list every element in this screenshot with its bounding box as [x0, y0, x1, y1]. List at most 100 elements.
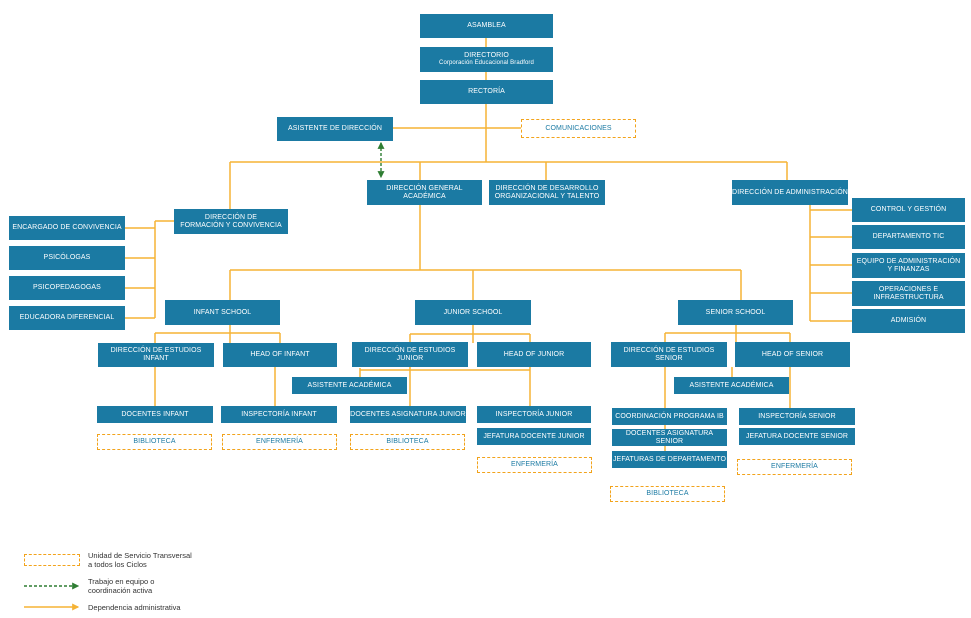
node-head-senior-label: HEAD OF SENIOR [761, 350, 824, 358]
node-enfermeria-infant-label: ENFERMERÍA [256, 438, 303, 445]
node-comunicaciones-label: COMUNICACIONES [545, 124, 612, 132]
node-direccion-desarrollo: DIRECCIÓN DE DESARROLLO ORGANIZACIONAL Y… [489, 180, 605, 205]
node-direccion-administracion: DIRECCIÓN DE ADMINISTRACIÓN [732, 180, 848, 205]
legend-coordinacion-label-1: Trabajo en equipo o [88, 577, 155, 586]
node-docentes-asignatura-senior-label: DOCENTES ASIGNATURA SENIOR [625, 429, 714, 445]
node-asistente-academica-senior-label: ASISTENTE ACADÉMICA [689, 381, 774, 389]
node-biblioteca-junior: BIBLIOTECA [350, 434, 465, 450]
node-asamblea-label: ASAMBLEA [467, 22, 506, 29]
node-infant-school: INFANT SCHOOL [165, 300, 280, 325]
node-admision: ADMISIÓN [852, 309, 965, 333]
node-jefatura-docente-junior-label: JEFATURA DOCENTE JUNIOR [483, 432, 585, 440]
node-docentes-infant-label: DOCENTES INFANT [121, 410, 189, 418]
node-direccion-estudios-infant-label-1: DIRECCIÓN DE ESTUDIOS [110, 347, 202, 354]
node-direccion-estudios-senior-label-1: DIRECCIÓN DE ESTUDIOS [623, 346, 715, 354]
node-direccion-formacion-label-1: DIRECCIÓN DE [204, 213, 258, 221]
node-educadora-diferencial-label: EDUCADORA DIFERENCIAL [19, 314, 115, 321]
legend-transversal-label-1: Unidad de Servicio Transversal [88, 551, 192, 560]
node-senior-school-label: SENIOR SCHOOL [705, 308, 766, 316]
node-departamento-tic: DEPARTAMENTO TIC [852, 225, 965, 249]
node-enfermeria-senior-label: ENFERMERÍA [771, 463, 818, 470]
node-enfermeria-junior-label: ENFERMERÍA [511, 461, 558, 468]
node-direccion-estudios-infant-label-2: INFANT [143, 355, 169, 362]
node-inspectoria-infant: INSPECTORÍA INFANT [221, 406, 337, 423]
node-comunicaciones: COMUNICACIONES [521, 119, 636, 138]
node-rectoria-label: RECTORÍA [468, 88, 505, 95]
node-jefatura-docente-senior: JEFATURA DOCENTE SENIOR [739, 428, 855, 445]
node-jefatura-docente-junior: JEFATURA DOCENTE JUNIOR [477, 428, 591, 445]
node-direccion-general-academica: DIRECCIÓN GENERAL ACADÉMICA [367, 180, 482, 205]
node-asistente-academica-senior: ASISTENTE ACADÉMICA [674, 377, 789, 394]
node-direccion-estudios-senior-label-2: SENIOR [655, 354, 683, 362]
node-direccion-estudios-infant: DIRECCIÓN DE ESTUDIOS INFANT [98, 343, 214, 367]
node-inspectoria-junior: INSPECTORÍA JUNIOR [477, 406, 591, 423]
node-head-senior: HEAD OF SENIOR [735, 342, 850, 367]
node-equipo-administracion-label-1: EQUIPO DE ADMINISTRACIÓN [856, 257, 961, 265]
legend-transversal-label-2: a todos los Ciclos [88, 560, 147, 569]
connector-lines [125, 38, 852, 452]
node-control-gestion: CONTROL Y GESTIÓN [852, 198, 965, 222]
node-biblioteca-junior-label: BIBLIOTECA [386, 438, 429, 445]
node-enfermeria-infant: ENFERMERÍA [222, 434, 337, 450]
node-coordinacion-ib-label: COORDINACIÓN PROGRAMA IB [615, 412, 724, 420]
node-coordinacion-ib: COORDINACIÓN PROGRAMA IB [612, 408, 727, 425]
legend-dependencia-text: Dependencia administrativa [88, 603, 181, 612]
node-docentes-infant: DOCENTES INFANT [97, 406, 213, 423]
node-asistente-direccion-label: ASISTENTE DE DIRECCIÓN [288, 125, 382, 132]
node-direccion-estudios-junior-label-2: JUNIOR [396, 354, 424, 362]
node-inspectoria-senior: INSPECTORÍA SENIOR [739, 408, 855, 425]
node-senior-school: SENIOR SCHOOL [678, 300, 793, 325]
node-control-gestion-label: CONTROL Y GESTIÓN [870, 206, 947, 213]
node-enfermeria-junior: ENFERMERÍA [477, 457, 592, 473]
node-infant-school-label: INFANT SCHOOL [193, 308, 252, 316]
node-operaciones-label-1: OPERACIONES E [878, 285, 939, 293]
node-equipo-administracion: EQUIPO DE ADMINISTRACIÓN Y FINANZAS [852, 253, 965, 278]
node-biblioteca-senior: BIBLIOTECA [610, 486, 725, 502]
node-direccion-desarrollo-label-2: ORGANIZACIONAL Y TALENTO [494, 192, 600, 200]
legend-transversal-swatch [24, 554, 80, 566]
node-rectoria: RECTORÍA [420, 80, 553, 104]
node-direccion-general-academica-label-1: DIRECCIÓN GENERAL [386, 184, 463, 192]
node-direccion-estudios-junior-label-1: DIRECCIÓN DE ESTUDIOS [364, 346, 456, 354]
node-equipo-administracion-label-2: Y FINANZAS [887, 265, 930, 273]
node-docentes-asignatura-junior: DOCENTES ASIGNATURA JUNIOR [350, 406, 466, 423]
node-admision-label: ADMISIÓN [890, 317, 927, 324]
node-jefatura-docente-senior-label: JEFATURA DOCENTE SENIOR [745, 432, 849, 440]
node-directorio-subtitle: Corporación Educacional Bradford [439, 60, 534, 66]
node-educadora-diferencial: EDUCADORA DIFERENCIAL [9, 306, 125, 330]
node-biblioteca-infant-label: BIBLIOTECA [133, 438, 176, 445]
legend-transversal-text: Unidad de Servicio Transversal a todos l… [88, 551, 192, 569]
node-direccion-formacion: DIRECCIÓN DE FORMACIÓN Y CONVIVENCIA [174, 209, 288, 234]
node-departamento-tic-label: DEPARTAMENTO TIC [872, 233, 945, 240]
node-direccion-general-academica-label-2: ACADÉMICA [403, 192, 446, 200]
node-head-infant: HEAD OF INFANT [223, 343, 337, 367]
node-inspectoria-senior-label: INSPECTORÍA SENIOR [758, 412, 836, 420]
node-psicopedagogas: PSICOPEDAGOGAS [9, 276, 125, 300]
legend-dependencia-label: Dependencia administrativa [88, 603, 181, 612]
node-encargado-convivencia-label: ENCARGADO DE CONVIVENCIA [12, 224, 122, 231]
node-biblioteca-infant: BIBLIOTECA [97, 434, 212, 450]
node-direccion-formacion-label-2: FORMACIÓN Y CONVIVENCIA [180, 221, 282, 229]
node-direccion-estudios-junior: DIRECCIÓN DE ESTUDIOS JUNIOR [352, 342, 468, 367]
node-encargado-convivencia: ENCARGADO DE CONVIVENCIA [9, 216, 125, 240]
node-asistente-academica-junior: ASISTENTE ACADÉMICA [292, 377, 407, 394]
node-jefaturas-departamento-label: JEFATURAS DE DEPARTAMENTO [612, 455, 727, 463]
node-psicologas: PSICÓLOGAS [9, 246, 125, 270]
node-asamblea: ASAMBLEA [420, 14, 553, 38]
node-directorio-label: DIRECTORIO [464, 52, 509, 59]
node-inspectoria-junior-label: INSPECTORÍA JUNIOR [495, 410, 573, 418]
node-head-junior-label: HEAD OF JUNIOR [503, 350, 565, 358]
node-docentes-asignatura-senior: DOCENTES ASIGNATURA SENIOR [612, 429, 727, 446]
node-directorio: DIRECTORIO Corporación Educacional Bradf… [420, 47, 553, 72]
node-operaciones-label-2: INFRAESTRUCTURA [873, 293, 944, 301]
node-docentes-asignatura-junior-label: DOCENTES ASIGNATURA JUNIOR [350, 410, 466, 418]
node-psicologas-label: PSICÓLOGAS [43, 254, 91, 261]
node-biblioteca-senior-label: BIBLIOTECA [646, 490, 689, 497]
node-head-junior: HEAD OF JUNIOR [477, 342, 591, 367]
node-jefaturas-departamento: JEFATURAS DE DEPARTAMENTO [612, 451, 727, 468]
node-inspectoria-infant-label: INSPECTORÍA INFANT [241, 410, 317, 418]
node-junior-school: JUNIOR SCHOOL [415, 300, 531, 325]
node-asistente-direccion: ASISTENTE DE DIRECCIÓN [277, 117, 393, 141]
legend-coordinacion-text: Trabajo en equipo o coordinación activa [88, 577, 154, 595]
